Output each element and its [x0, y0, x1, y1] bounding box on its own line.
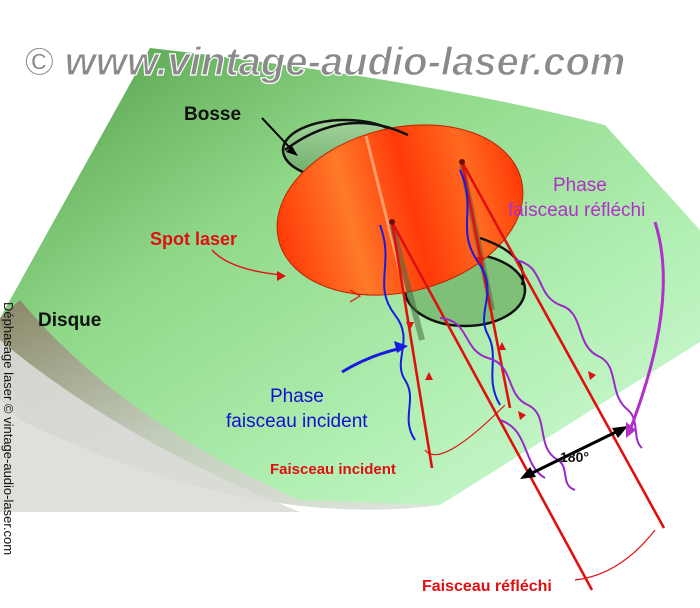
- incident-beam-1: [390, 221, 434, 469]
- phase-reflechi-pointer: [628, 221, 665, 431]
- label-phase-incident-2: faisceau incident: [226, 411, 368, 432]
- incident-wave-2: [459, 169, 501, 406]
- label-phase-reflechi-1: Phase: [553, 175, 607, 196]
- spot-pointer: [211, 249, 283, 276]
- reflected-wave-2: [514, 259, 643, 449]
- reflected-beam-2: [460, 161, 666, 529]
- side-caption: Déphasage laser © vintage-audio-laser.co…: [1, 302, 16, 555]
- bosse-pointer: [261, 117, 293, 151]
- incident-arc: [424, 404, 506, 456]
- incident-wave-1: [379, 224, 416, 441]
- label-bosse: Bosse: [184, 104, 241, 125]
- reflected-beam-1: [390, 221, 594, 591]
- reflected-wave-1: [439, 317, 576, 491]
- label-phase-reflechi-2: faisceau réfléchi: [508, 200, 645, 221]
- reflected-arc: [574, 529, 656, 581]
- label-angle-180: 180°: [560, 449, 589, 465]
- label-faisceau-reflechi: Faisceau réfléchi: [422, 578, 552, 595]
- label-faisceau-incident: Faisceau incident: [270, 461, 396, 478]
- reflected-wave-1b: [499, 419, 546, 479]
- label-phase-incident-1: Phase: [270, 386, 324, 407]
- label-disque: Disque: [38, 310, 101, 331]
- phase-180-arrow: [527, 428, 621, 477]
- watermark-text: © www.vintage-audio-laser.com: [24, 40, 625, 84]
- label-spot-laser: Spot laser: [150, 229, 237, 249]
